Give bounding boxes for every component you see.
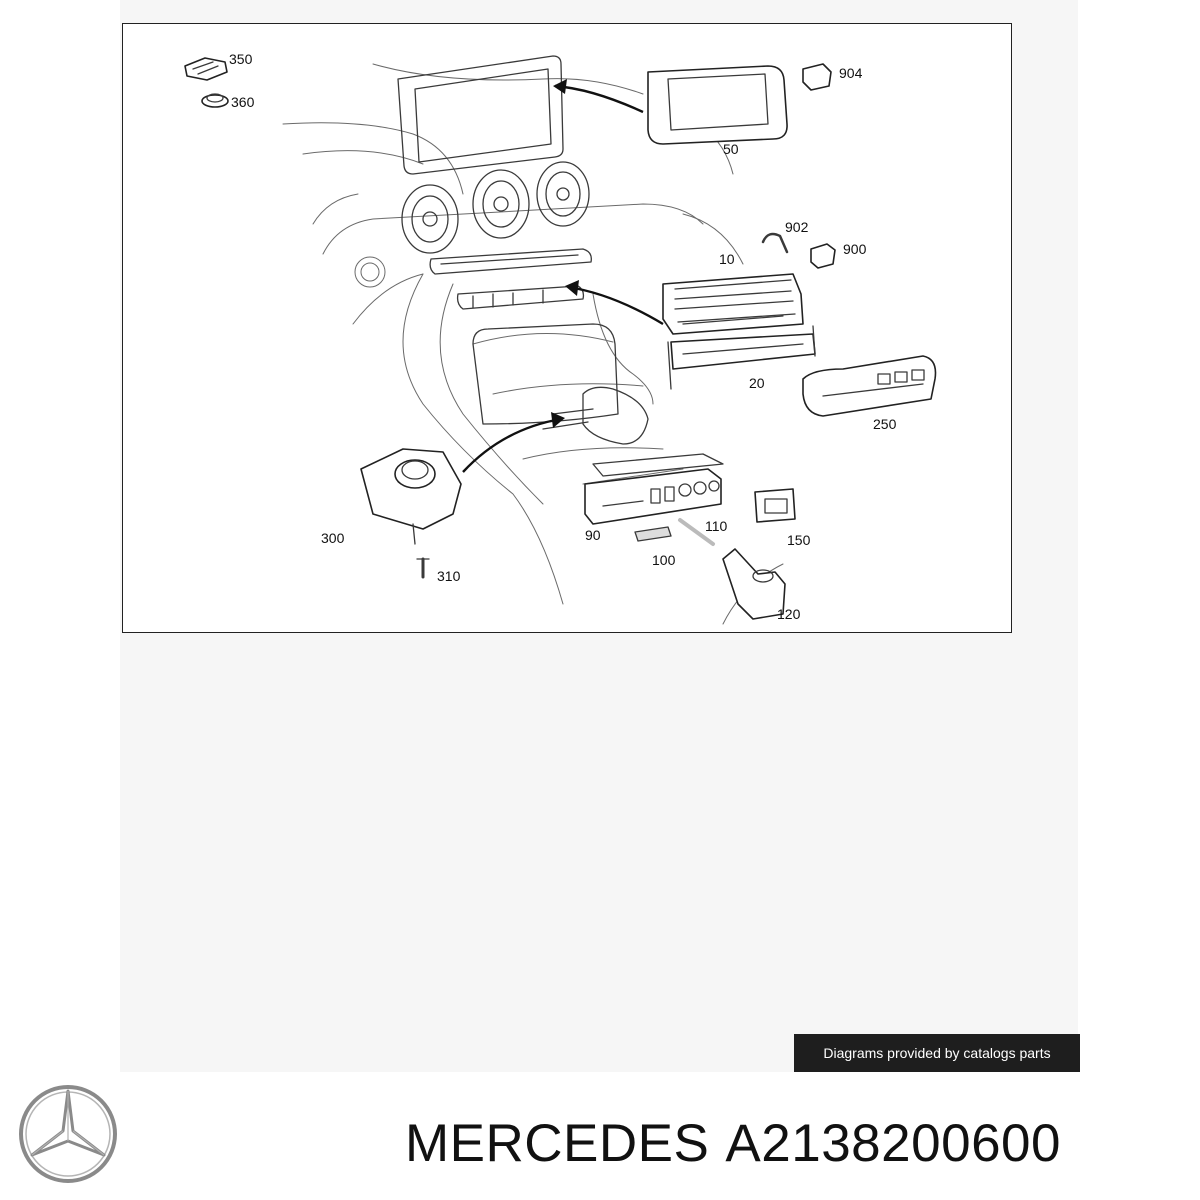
part-900 [810, 243, 836, 269]
part-50-display [647, 65, 788, 145]
part-100-plate [634, 526, 672, 542]
callout-310: 310 [437, 568, 461, 584]
part-number: A2138200600 [725, 1114, 1062, 1173]
credit-text: Diagrams provided by catalogs parts [823, 1045, 1051, 1061]
part-250-panel [802, 355, 937, 417]
callout-300: 300 [321, 530, 345, 546]
part-150-socket [754, 488, 796, 523]
callout-110: 110 [705, 518, 728, 534]
part-110-strip [678, 518, 715, 546]
mercedes-star-icon [14, 1080, 122, 1188]
callout-90: 90 [585, 527, 601, 543]
callout-350: 350 [229, 51, 253, 67]
callout-120: 120 [777, 606, 801, 622]
callout-360: 360 [231, 94, 255, 110]
part-20-bracket [667, 325, 816, 390]
credit-banner: Diagrams provided by catalogs parts [794, 1034, 1080, 1072]
callout-904: 904 [839, 65, 863, 81]
callout-20: 20 [749, 375, 765, 391]
part-350 [184, 57, 228, 81]
callout-150: 150 [787, 532, 811, 548]
part-300-controller [360, 448, 462, 545]
diagram-drawing: 350 360 904 50 902 900 10 20 250 300 310… [184, 51, 937, 625]
part-902 [761, 232, 789, 254]
callout-900: 900 [843, 241, 867, 257]
part-904 [802, 63, 832, 91]
assembly-arrows [462, 79, 664, 473]
part-360 [201, 93, 229, 108]
part-10-unit [662, 273, 804, 335]
part-120-module [722, 548, 786, 620]
dashboard-outline [282, 55, 784, 625]
callout-902: 902 [785, 219, 809, 235]
callout-50: 50 [723, 141, 739, 157]
callout-labels: 350 360 904 50 902 900 10 20 250 300 310… [229, 51, 897, 622]
callout-250: 250 [873, 416, 897, 432]
part-310-screw [416, 557, 430, 579]
part-90-switch [584, 468, 722, 525]
part-title: MERCEDES A2138200600 [405, 1108, 1195, 1180]
parts-diagram: 350 360 904 50 902 900 10 20 250 300 310… [122, 23, 1012, 633]
callout-100: 100 [652, 552, 676, 568]
brand-name: MERCEDES [405, 1114, 710, 1173]
callout-10: 10 [719, 251, 735, 267]
